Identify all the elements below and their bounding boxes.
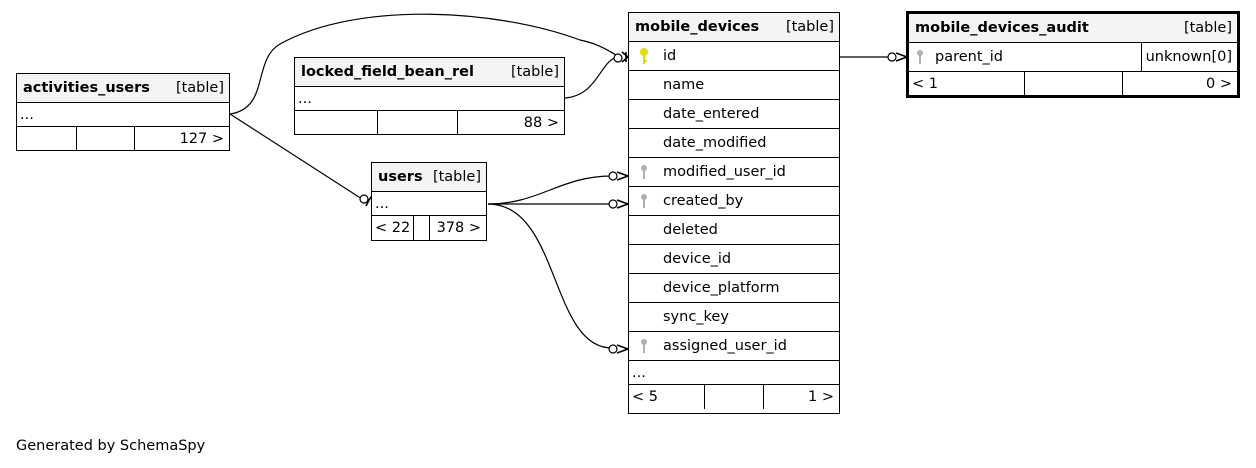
table-locked-field-bean-rel[interactable]: locked_field_bean_rel [table] ... 88 > bbox=[294, 57, 565, 135]
edge-activities-users-to-mobile-devices bbox=[229, 13, 621, 115]
ellipsis-text: ... bbox=[375, 195, 389, 212]
footer-children: 0 > bbox=[1206, 76, 1232, 92]
table-mobile-devices[interactable]: mobile_devices [table] id name date_entere… bbox=[628, 12, 840, 414]
column-row[interactable]: deleted bbox=[629, 216, 839, 245]
table-header: mobile_devices [table] bbox=[629, 13, 839, 42]
column-name: name bbox=[663, 77, 705, 93]
ellipsis-text: ... bbox=[632, 364, 646, 381]
column-row[interactable]: date_modified bbox=[629, 129, 839, 158]
footer-middle bbox=[77, 127, 135, 151]
table-header: mobile_devices_audit [table] bbox=[909, 14, 1237, 43]
column-row[interactable]: modified_user_id bbox=[629, 158, 839, 187]
column-name: assigned_user_id bbox=[663, 338, 787, 354]
table-footer: 127 > bbox=[17, 127, 229, 151]
table-name: mobile_devices_audit bbox=[915, 20, 1089, 36]
table-activities-users[interactable]: activities_users [table] ... 127 > bbox=[16, 73, 230, 151]
edge-end-circle bbox=[359, 194, 369, 204]
table-kind: [table] bbox=[510, 64, 559, 80]
column-row[interactable]: device_platform bbox=[629, 274, 839, 303]
table-footer: < 22 378 > bbox=[372, 216, 486, 240]
footer-parents: < 5 bbox=[629, 385, 705, 409]
edge-locked-field-bean-rel-to-mobile-devices bbox=[564, 56, 621, 99]
ellipsis-row: ... bbox=[17, 103, 229, 127]
column-name: created_by bbox=[663, 193, 744, 209]
footer-children: 378 > bbox=[436, 220, 481, 236]
foreign-key-icon bbox=[629, 164, 659, 180]
edge-end-circle bbox=[608, 171, 618, 181]
footer-middle bbox=[705, 385, 764, 409]
edge-activities-users-to-users bbox=[229, 113, 363, 200]
foreign-key-icon bbox=[629, 193, 659, 209]
footer-parents bbox=[17, 127, 77, 151]
table-name: activities_users bbox=[23, 80, 150, 96]
footer-parents bbox=[295, 111, 378, 135]
crowfoot-marker bbox=[616, 171, 631, 181]
table-footer: 88 > bbox=[295, 111, 564, 135]
crowfoot-marker bbox=[616, 344, 631, 354]
column-type: unknown[0] bbox=[1140, 43, 1237, 71]
column-name: date_entered bbox=[663, 106, 760, 122]
ellipsis-row: ... bbox=[372, 192, 486, 216]
column-name: parent_id bbox=[935, 49, 1004, 65]
edge-end-circle bbox=[608, 199, 618, 209]
footer-children: 88 > bbox=[523, 115, 559, 131]
table-users[interactable]: users [table] ... < 22 378 > bbox=[371, 162, 487, 241]
table-mobile-devices-audit[interactable]: mobile_devices_audit [table] parent_id u… bbox=[906, 11, 1240, 98]
footer-children: 1 > bbox=[808, 389, 834, 405]
column-row[interactable]: name bbox=[629, 71, 839, 100]
footer-children: 127 > bbox=[179, 131, 224, 147]
edge-end-circle bbox=[613, 53, 623, 63]
ellipsis-row: ... bbox=[295, 87, 564, 111]
table-kind: [table] bbox=[1183, 20, 1232, 36]
column-name: id bbox=[663, 48, 677, 64]
ellipsis-row: ... bbox=[629, 361, 839, 385]
edge-end-circle bbox=[608, 344, 618, 354]
table-name: locked_field_bean_rel bbox=[301, 64, 474, 80]
footer-parents: < 1 bbox=[909, 72, 1025, 96]
edge-users-to-assigned-user-id bbox=[487, 203, 613, 349]
foreign-key-icon bbox=[629, 338, 659, 354]
edge-end-circle bbox=[887, 52, 897, 62]
column-name: deleted bbox=[663, 222, 718, 238]
table-kind: [table] bbox=[432, 169, 481, 185]
table-name: mobile_devices bbox=[635, 19, 760, 35]
footer-middle bbox=[378, 111, 458, 135]
foreign-key-icon bbox=[909, 49, 931, 65]
column-name: device_platform bbox=[663, 280, 780, 296]
primary-key-icon bbox=[629, 47, 659, 65]
footer-parents: < 22 bbox=[372, 216, 414, 240]
crowfoot-marker bbox=[616, 199, 631, 209]
column-name: device_id bbox=[663, 251, 732, 267]
ellipsis-text: ... bbox=[20, 106, 34, 123]
footer-middle bbox=[414, 216, 430, 240]
column-name: sync_key bbox=[663, 309, 729, 325]
table-name: users bbox=[378, 169, 423, 185]
table-header: users [table] bbox=[372, 163, 486, 192]
footer-middle bbox=[1025, 72, 1123, 96]
column-row[interactable]: device_id bbox=[629, 245, 839, 274]
column-name: date_modified bbox=[663, 135, 767, 151]
generated-by-caption: Generated by SchemaSpy bbox=[16, 438, 206, 454]
column-list: id name date_entered date_modified modified_… bbox=[629, 42, 839, 361]
column-row[interactable]: assigned_user_id bbox=[629, 332, 839, 361]
edge-users-to-modified-user-id bbox=[487, 175, 613, 205]
column-row[interactable]: date_entered bbox=[629, 100, 839, 129]
table-kind: [table] bbox=[175, 80, 224, 96]
column-row[interactable]: created_by bbox=[629, 187, 839, 216]
column-name: modified_user_id bbox=[663, 164, 786, 180]
column-row[interactable]: sync_key bbox=[629, 303, 839, 332]
column-row[interactable]: parent_id unknown[0] bbox=[909, 43, 1237, 72]
table-footer: < 1 0 > bbox=[909, 72, 1237, 96]
table-kind: [table] bbox=[785, 19, 834, 35]
ellipsis-text: ... bbox=[298, 90, 312, 107]
table-footer: < 5 1 > bbox=[629, 385, 839, 409]
column-row[interactable]: id bbox=[629, 42, 839, 71]
table-header: activities_users [table] bbox=[17, 74, 229, 103]
table-header: locked_field_bean_rel [table] bbox=[295, 58, 564, 87]
